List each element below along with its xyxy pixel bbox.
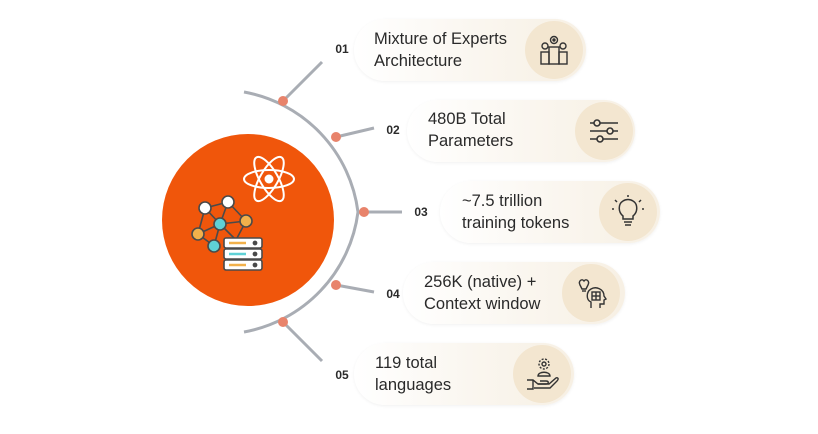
connector-dot-02: [331, 132, 341, 142]
item-label-01-line2: Architecture: [374, 52, 463, 70]
connector-dot-03: [359, 207, 369, 217]
item-label-04-line1: 256K (native) +: [424, 273, 537, 291]
neural-network-icon: [191, 195, 253, 253]
item-label-01-line1: Mixture of Experts: [374, 30, 507, 48]
item-label-03-line1: ~7.5 trillion: [462, 192, 543, 210]
item-badge-02: [575, 102, 633, 160]
item-label-01: Mixture of Experts Architecture: [374, 28, 544, 72]
item-label-03-line2: training tokens: [462, 214, 570, 232]
item-label-04: 256K (native) + Context window: [424, 271, 594, 315]
atom-icon: [243, 155, 295, 203]
item-number-04: 04: [386, 287, 400, 301]
connector-line-05: [281, 320, 324, 363]
item-label-05: 119 total languages: [375, 352, 545, 396]
item-label-05-line1: 119 total: [375, 354, 438, 372]
item-number-01: 01: [335, 42, 349, 56]
connector-line-01: [281, 60, 324, 103]
connector-line-02: [335, 126, 375, 139]
hub-circle: [162, 134, 334, 306]
item-label-02: 480B Total Parameters: [428, 108, 598, 152]
podium-settings-icon: [540, 35, 568, 65]
connector-dot-05: [278, 317, 288, 327]
item-number-03: 03: [414, 205, 428, 219]
item-badge-03: [599, 183, 657, 241]
hand-user-icon: [527, 358, 559, 390]
item-label-04-line2: Context window: [424, 295, 541, 313]
head-idea-icon: [578, 279, 608, 308]
item-label-02-line2: Parameters: [428, 132, 514, 150]
item-badge-05: [513, 345, 571, 403]
item-badge-04: [562, 264, 620, 322]
item-number-02: 02: [386, 123, 400, 137]
connector-line-04: [335, 283, 375, 294]
server-icon: [223, 237, 263, 271]
sliders-icon: [590, 119, 618, 143]
item-label-03: ~7.5 trillion training tokens: [462, 190, 632, 234]
item-label-05-line2: languages: [375, 376, 452, 394]
lightbulb-icon: [612, 195, 644, 226]
connector-dot-04: [331, 280, 341, 290]
item-number-05: 05: [335, 368, 349, 382]
item-label-02-line1: 480B Total: [428, 110, 506, 128]
connector-dot-01: [278, 96, 288, 106]
item-badge-01: [525, 21, 583, 79]
